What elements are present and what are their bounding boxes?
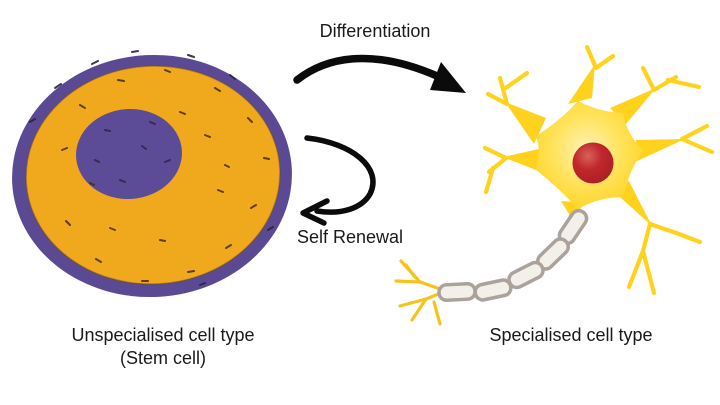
self-renewal-arrow-label: Self Renewal — [296, 227, 404, 247]
myelin-sheath-segment — [507, 260, 545, 290]
neuron-nucleus — [572, 142, 614, 184]
neuron-caption: Specialised cell type — [489, 325, 653, 345]
differentiation-arrow — [293, 54, 466, 93]
myelin-sheath-segment — [437, 281, 477, 303]
stem-cell-caption: Unspecialised cell type (Stem cell) — [38, 324, 288, 370]
stem-cell-nucleus-speckles — [94, 121, 171, 183]
stem-cell-icon — [12, 50, 292, 298]
stem-cell-membrane-ticks — [29, 50, 274, 286]
neuron-icon — [394, 44, 715, 326]
self-renewal-arrowhead — [300, 198, 330, 226]
differentiation-arrow-label: Differentiation — [319, 21, 431, 41]
stem-cell-caption-line2: (Stem cell) — [119, 348, 206, 368]
axon-terminal — [394, 259, 448, 326]
stem-cell-nucleus — [76, 108, 182, 200]
differentiation-arrowhead — [430, 62, 466, 93]
stem-cell-speckles — [61, 69, 270, 282]
stem-cell-caption-line1: Unspecialised cell type — [71, 325, 255, 345]
myelin-sheath-segment — [473, 278, 513, 302]
myelin-sheath — [437, 208, 589, 303]
self-renewal-arrow — [300, 135, 376, 226]
dendrites — [482, 44, 715, 296]
differentiation-arrow-shaft — [293, 54, 441, 84]
self-renewal-arrow-shaft — [304, 135, 376, 215]
